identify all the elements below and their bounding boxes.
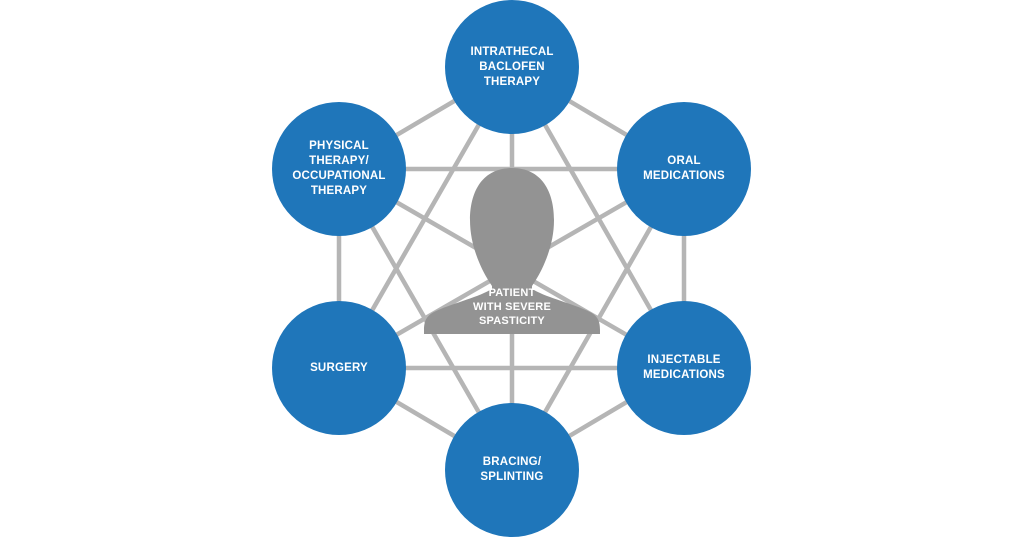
node-label: INJECTABLE MEDICATIONS (643, 354, 725, 381)
center-label: PATIENT WITH SEVERE SPASTICITY (473, 287, 551, 327)
node-label: ORAL MEDICATIONS (643, 155, 725, 182)
node-bracing-splinting: BRACING/ SPLINTING (445, 403, 579, 537)
node-oral-medications: ORAL MEDICATIONS (617, 102, 751, 236)
node-label: INTRATHECAL BACLOFEN THERAPY (470, 45, 554, 88)
node-label: BRACING/ SPLINTING (480, 456, 544, 483)
node-physical-occupational-therapy: PHYSICAL THERAPY/ OCCUPATIONAL THERAPY (272, 102, 406, 236)
node-injectable-medications: INJECTABLE MEDICATIONS (617, 301, 751, 435)
node-label: SURGERY (310, 361, 368, 374)
node-surgery: SURGERY (272, 301, 406, 435)
node-label: PHYSICAL THERAPY/ OCCUPATIONAL THERAPY (292, 140, 386, 197)
node-intrathecal-baclofen-therapy: INTRATHECAL BACLOFEN THERAPY (445, 0, 579, 134)
person-silhouette-icon (424, 168, 600, 334)
